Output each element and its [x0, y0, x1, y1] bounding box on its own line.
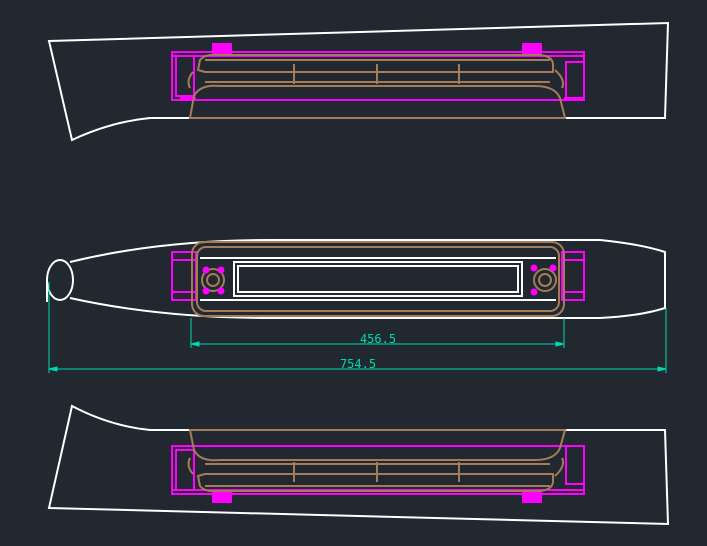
- dimension-inner-label: 456.5: [360, 332, 396, 346]
- front-view-grip-slot: [200, 257, 556, 301]
- bottom-view: [47, 404, 670, 526]
- right-screw-boss: [530, 264, 557, 296]
- dimension-overall-label: 754.5: [340, 357, 376, 371]
- bottom-view-handle: [187, 429, 567, 493]
- top-view-handle: [187, 53, 567, 119]
- front-view-handle: [191, 241, 565, 317]
- front-view-bracket: [171, 251, 585, 301]
- dimension-inner: [190, 318, 565, 348]
- front-view-end-opening: [46, 259, 74, 301]
- dimension-overall: [48, 282, 667, 373]
- front-view: [46, 239, 666, 319]
- top-view: [47, 21, 670, 142]
- left-screw-boss: [201, 266, 225, 295]
